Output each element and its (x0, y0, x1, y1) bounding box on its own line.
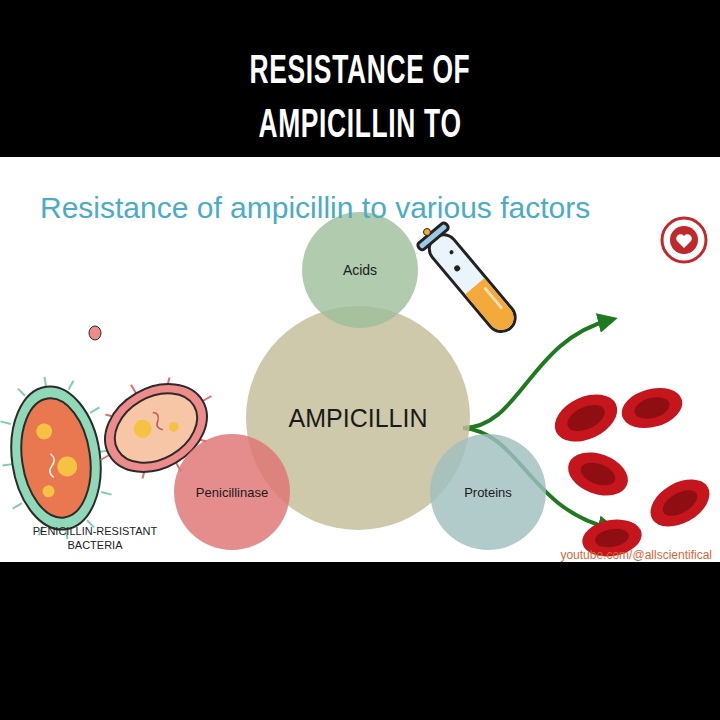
small-bacterium (89, 326, 101, 340)
granule (56, 455, 79, 478)
blood-cell (547, 385, 625, 451)
circle-fill (302, 212, 418, 328)
red-blood-cells (547, 382, 717, 561)
cell-wall (2, 381, 109, 536)
tube-rim (417, 222, 450, 251)
blood-cell-center (594, 526, 631, 550)
dna (47, 453, 56, 478)
blood-cell (562, 445, 634, 504)
node-label: Acids (343, 262, 377, 278)
slide-heading: Resistance of ampicillin to various fact… (40, 190, 700, 226)
bubble (453, 264, 461, 272)
blood-cell (617, 382, 687, 435)
blood-cell-center (632, 394, 672, 423)
circle-fill (174, 434, 290, 550)
bacterium-green (0, 369, 121, 546)
granule (167, 420, 181, 434)
granule (130, 417, 155, 442)
node-label: Proteins (464, 485, 512, 500)
tube-liquid (465, 278, 519, 335)
watermark: youtube.com/@allscientifical (540, 548, 712, 562)
logo-heart (676, 234, 692, 248)
granule (42, 485, 56, 499)
logo (662, 218, 706, 262)
bacteria-label: PENICILLIN-RESISTANT BACTERIA (30, 524, 160, 552)
circle-fill (430, 434, 546, 550)
node-label: Penicillinase (196, 485, 268, 500)
bubble (449, 249, 455, 255)
blood-cell-center (578, 458, 619, 489)
blood-cell (642, 470, 717, 537)
node-label: AMPICILLIN (289, 404, 428, 433)
granule (35, 422, 53, 440)
test-tube (417, 222, 524, 340)
cytoplasm (14, 394, 98, 522)
blood-cell-center (563, 400, 609, 437)
banner-title: RESISTANCE OF AMPICILLIN TO VARIOUS FACT… (122, 42, 597, 204)
logo-ring (662, 218, 706, 262)
factor-circle: Proteins (430, 434, 546, 550)
logo-core (670, 226, 698, 254)
blood-cell-center (659, 485, 702, 521)
factor-circle: Penicillinase (174, 434, 290, 550)
dna (150, 411, 165, 431)
droplet (424, 229, 431, 236)
tube-shine (483, 286, 503, 309)
tube-glass (424, 229, 521, 337)
factor-circle: Acids (302, 212, 418, 328)
